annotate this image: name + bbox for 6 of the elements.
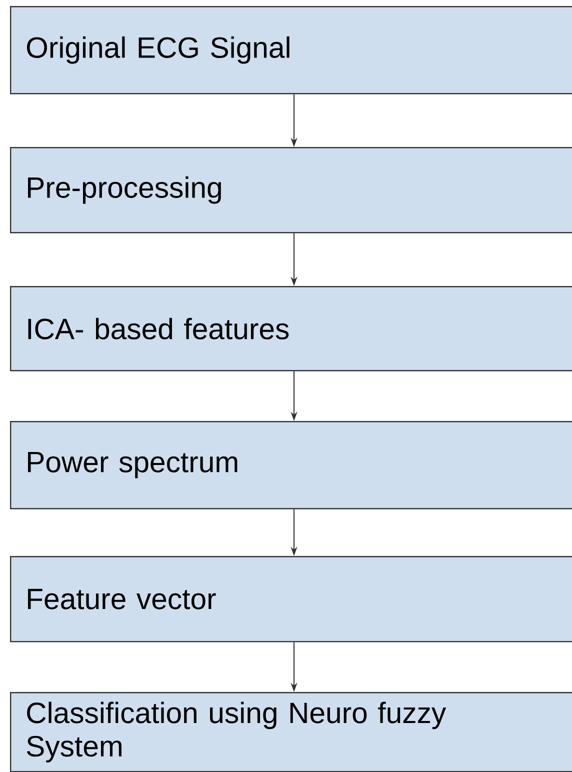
process-box: Feature vector [10, 556, 572, 642]
process-box: Original ECG Signal [10, 6, 572, 94]
process-box: Pre-processing [10, 147, 572, 234]
process-box: ICA- based features [10, 286, 572, 372]
process-box: Power spectrum [10, 421, 572, 510]
process-box: Classification using Neuro fuzzy System [10, 692, 572, 772]
